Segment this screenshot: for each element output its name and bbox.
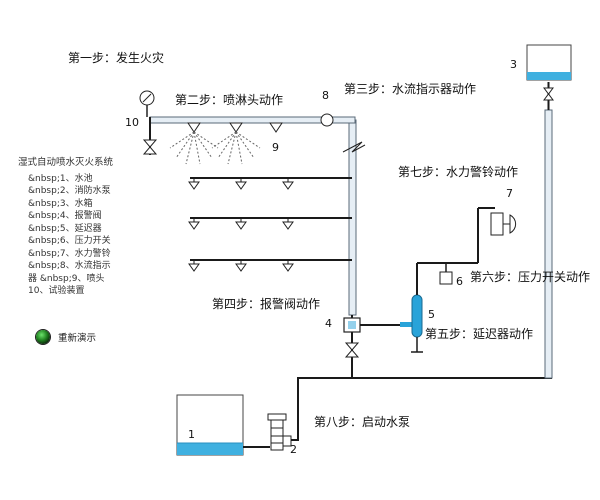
- replay-button[interactable]: 重新演示: [36, 330, 96, 344]
- legend-item: &nbsp;3、水箱: [28, 198, 93, 209]
- step-2-label: 第二步：喷淋头动作: [175, 93, 284, 107]
- step-8-label: 第八步：启动水泵: [314, 415, 411, 429]
- legend-title: 湿式自动喷水灭火系统: [18, 157, 114, 168]
- step-1-label: 第一步：发生火灾: [68, 51, 165, 65]
- legend-item: 10、试验装置: [28, 286, 85, 296]
- alarm-line: [360, 322, 414, 327]
- legend-item: &nbsp;6、压力开关: [28, 236, 111, 246]
- legend-item: &nbsp;2、消防水泵: [28, 186, 111, 196]
- component-number-3: 3: [510, 58, 517, 71]
- step-5-label: 第五步：延迟器动作: [425, 327, 534, 341]
- component-number-8: 8: [322, 89, 329, 102]
- sprinkler-heads: [188, 181, 294, 272]
- component-number-4: 4: [325, 317, 332, 330]
- component-number-2: 2: [290, 443, 297, 456]
- component-number-10: 10: [125, 116, 139, 129]
- sprinkler-drops: [193, 178, 289, 264]
- retard-chamber: [411, 207, 495, 353]
- alarm-bell: [490, 212, 517, 236]
- component-number-9: 9: [272, 141, 279, 154]
- legend-item: &nbsp;8、水流指示: [28, 261, 111, 271]
- legend-item: &nbsp;7、水力警铃: [28, 248, 111, 259]
- legend-item: &nbsp;5、延迟器: [28, 223, 102, 234]
- component-legend: 湿式自动喷水灭火系统 &nbsp;1、水池 &nbsp;2、消防水泵 &nbsp…: [18, 157, 113, 298]
- legend-item: &nbsp;4、报警阀: [28, 211, 102, 221]
- sprinkler-riser: [348, 119, 357, 378]
- water-pool: [176, 394, 244, 456]
- main-pipe: [291, 377, 552, 441]
- component-number-6: 6: [456, 275, 463, 288]
- water-flow-indicator: [320, 113, 334, 127]
- step-3-label: 第三步：水流指示器动作: [344, 82, 477, 96]
- replay-label: 重新演示: [58, 333, 97, 344]
- component-number-5: 5: [428, 308, 435, 321]
- water-tank: [526, 44, 572, 81]
- component-number-1: 1: [188, 428, 195, 441]
- component-number-7: 7: [506, 187, 513, 200]
- legend-item: 器 &nbsp;9、喷头: [28, 273, 105, 284]
- step-6-label: 第六步：压力开关动作: [470, 270, 591, 284]
- tank-riser-pipe: [543, 82, 554, 379]
- pressure-switch: [439, 263, 453, 285]
- alarm-valve: [343, 317, 361, 358]
- step-7-label: 第七步：水力警铃动作: [398, 165, 519, 179]
- branch-pipes: [190, 177, 352, 261]
- pipe-break-mark: [342, 141, 366, 153]
- replay-icon: [36, 330, 50, 344]
- legend-item: &nbsp;1、水池: [28, 173, 93, 184]
- test-valve: [139, 90, 158, 155]
- active-sprinklers: [169, 122, 283, 165]
- step-4-label: 第四步：报警阀动作: [212, 297, 321, 311]
- fire-pump: [267, 413, 292, 451]
